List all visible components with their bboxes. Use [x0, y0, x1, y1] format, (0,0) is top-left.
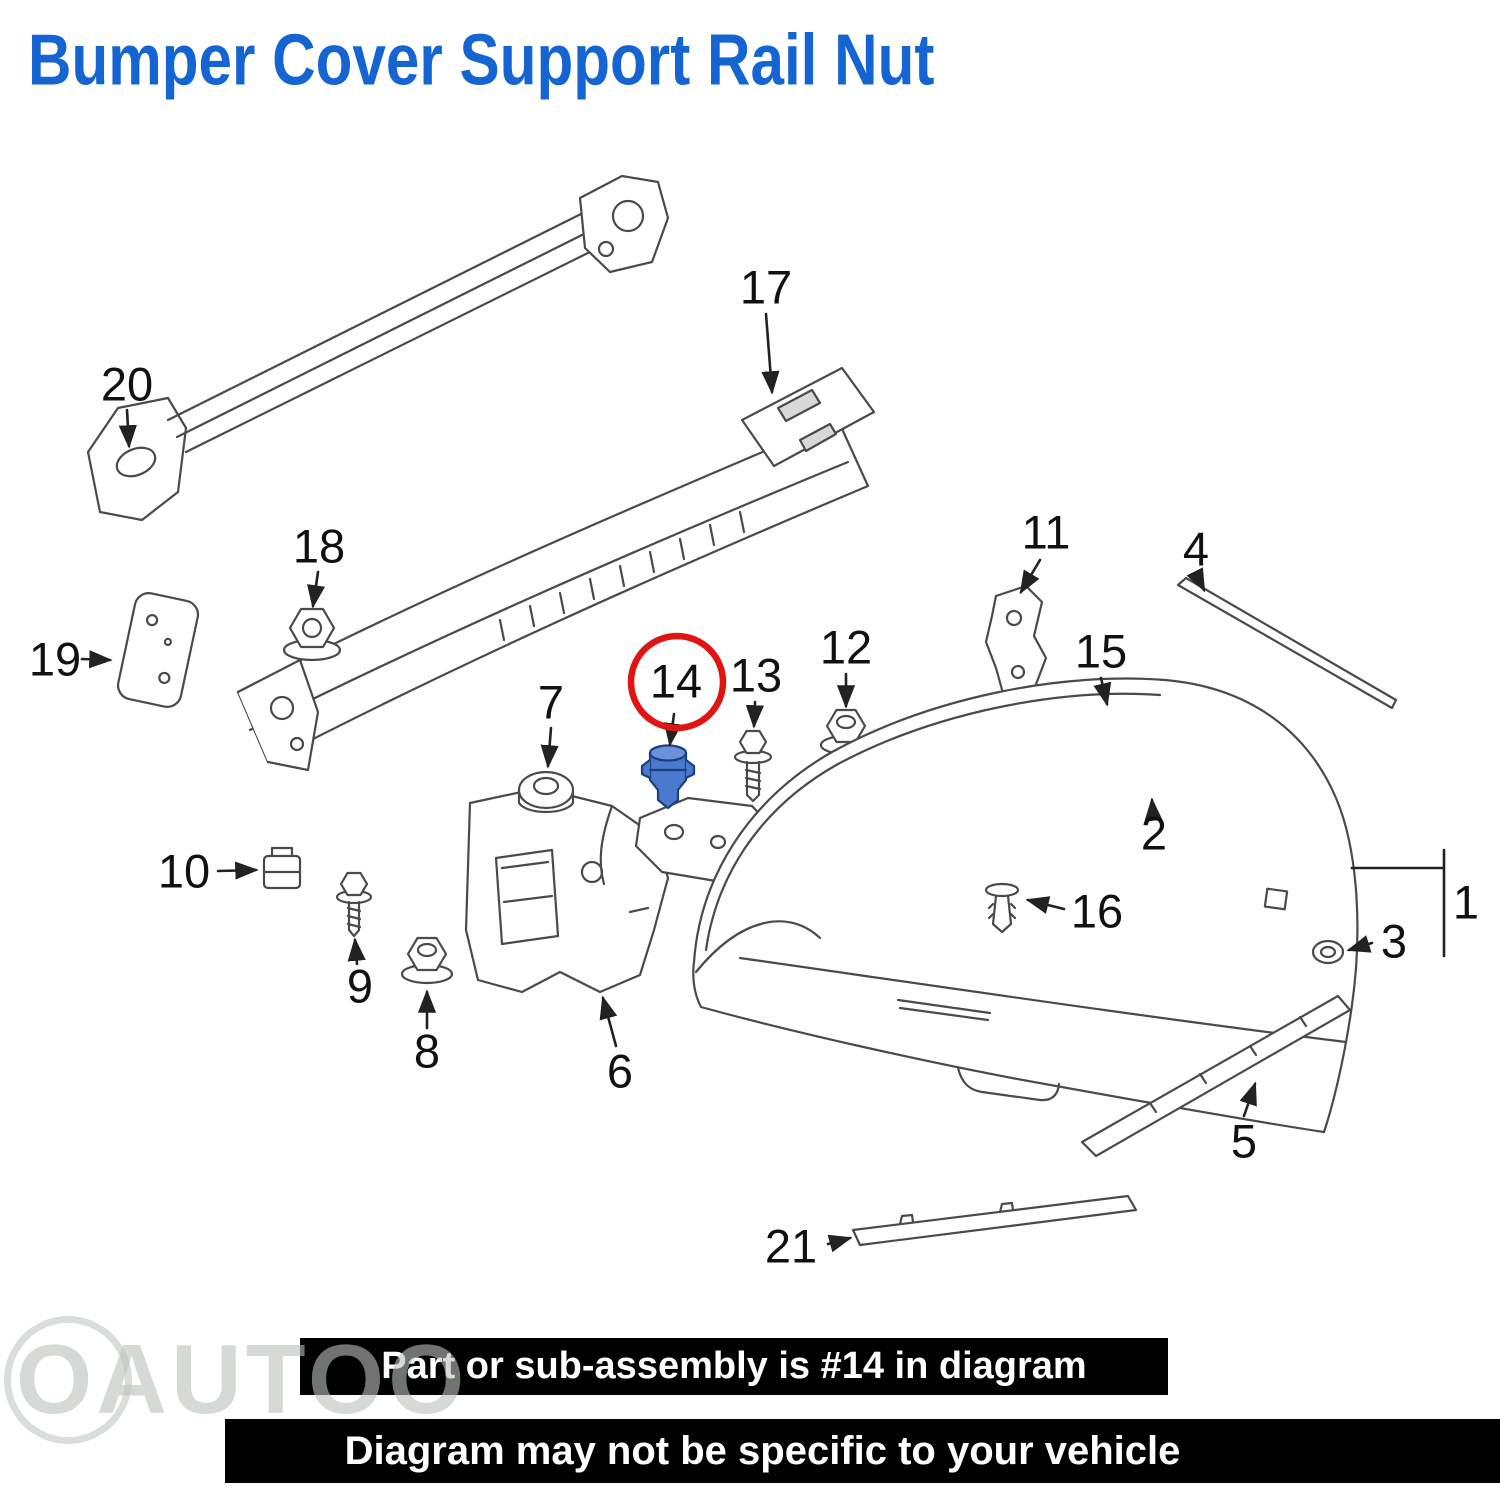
part-1-bumper-cover-drawing [692, 677, 1359, 1134]
part-9-screw-drawing [335, 871, 373, 938]
part-label-16: 16 [1070, 884, 1124, 938]
part-label-2: 2 [1140, 806, 1168, 860]
part-label-14: 14 [649, 654, 703, 708]
part-label-5: 5 [1230, 1114, 1258, 1168]
part-label-21: 21 [764, 1219, 818, 1273]
part-14-rail-nut-drawing [640, 744, 696, 810]
part-label-12: 12 [819, 620, 873, 674]
part-label-20: 20 [100, 357, 154, 411]
watermark-ring [4, 1316, 132, 1444]
highlight-circle-14 [627, 632, 727, 732]
part-label-3: 3 [1380, 914, 1408, 968]
part-3-cap-drawing [1311, 939, 1345, 965]
leader-arrows [80, 312, 1446, 1253]
part-label-17: 17 [739, 260, 793, 314]
banner-vehicle-note: Diagram may not be specific to your vehi… [225, 1419, 1500, 1483]
part-label-11: 11 [1021, 505, 1071, 559]
part-13-screw-drawing [733, 729, 773, 803]
part-label-7: 7 [537, 675, 565, 729]
part-21-reflector-drawing [851, 1194, 1138, 1247]
part-label-10: 10 [157, 844, 211, 898]
part-18-nut-drawing [282, 607, 342, 662]
part-6-bracket-drawing [464, 786, 670, 994]
page-title: Bumper Cover Support Rail Nut [28, 19, 935, 101]
part-label-19: 19 [28, 632, 82, 686]
part-label-8: 8 [413, 1024, 441, 1078]
watermark-logo: OAUTOO [16, 1324, 469, 1434]
part-label-1: 1 [1452, 875, 1480, 929]
part-label-18: 18 [292, 519, 346, 573]
part-label-15: 15 [1074, 624, 1128, 678]
part-19-plate-drawing [116, 592, 200, 708]
part-7-grommet-drawing [517, 770, 575, 813]
part-4-strip-drawing [1176, 576, 1398, 710]
part-label-13: 13 [729, 648, 783, 702]
part-label-9: 9 [346, 959, 374, 1013]
part-16-clip-drawing [984, 882, 1020, 934]
part-5-trim-strip-drawing [1080, 994, 1352, 1158]
part-17-impact-bar-drawing [236, 366, 876, 772]
banner-part-note: Part or sub-assembly is #14 in diagram [300, 1338, 1168, 1395]
part-10-clip-drawing [262, 846, 302, 890]
part-8-nut-drawing [400, 936, 454, 985]
part-label-4: 4 [1182, 522, 1210, 576]
part-label-6: 6 [606, 1044, 634, 1098]
part-20-support-rail-drawing [86, 174, 670, 522]
